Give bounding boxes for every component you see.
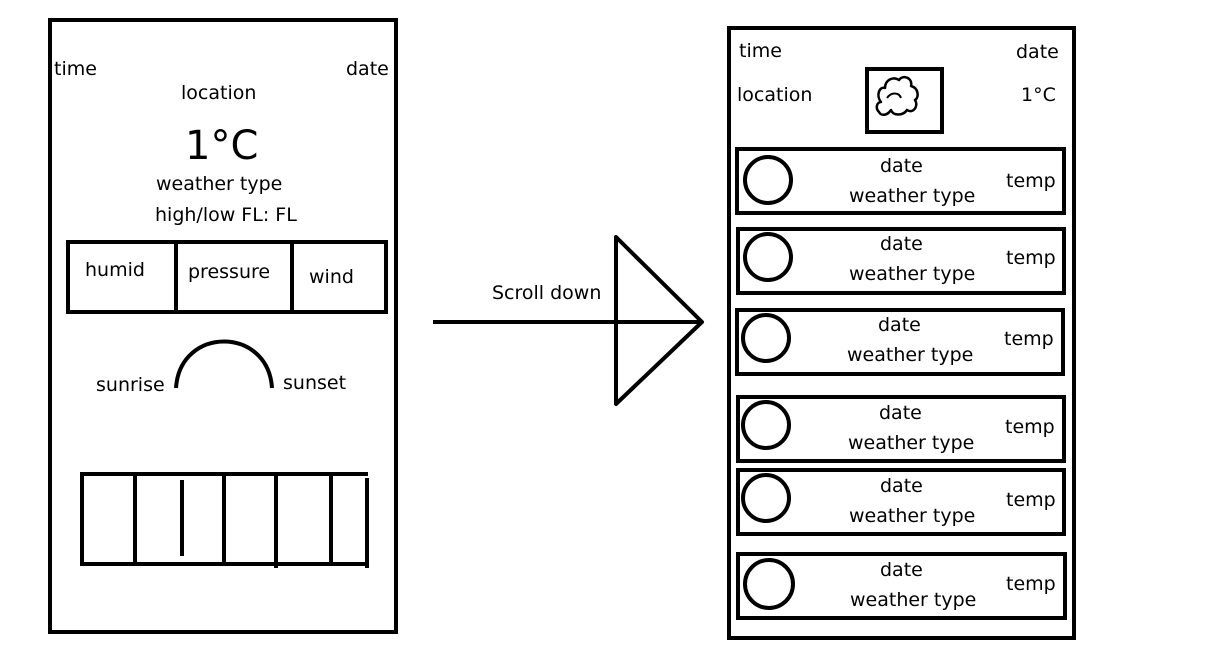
forecast-temp: temp <box>1005 416 1055 438</box>
left-time: time <box>54 58 97 80</box>
forecast-temp: temp <box>1006 170 1056 192</box>
forecast-date: date <box>880 233 923 255</box>
forecast-temp: temp <box>1006 489 1056 511</box>
forecast-row <box>736 227 1066 295</box>
weather-icon-box <box>865 67 944 134</box>
stats-box <box>66 240 388 314</box>
right-date: date <box>1016 41 1059 63</box>
right-time: time <box>739 40 782 62</box>
left-phone-frame <box>48 18 398 634</box>
stats-divider <box>290 240 294 310</box>
forecast-weather-type: weather type <box>849 185 976 207</box>
forecast-weather-type: weather type <box>850 589 977 611</box>
forecast-temp: temp <box>1006 573 1056 595</box>
left-temperature: 1°C <box>185 123 259 169</box>
forecast-row <box>736 552 1067 620</box>
stat-pressure: pressure <box>188 261 271 283</box>
forecast-temp: temp <box>1006 247 1056 269</box>
weather-circle-icon <box>741 473 791 523</box>
sun-arc-icon <box>174 339 274 389</box>
weather-circle-icon <box>743 558 795 610</box>
forecast-date: date <box>880 475 923 497</box>
left-high-low: high/low FL: FL <box>155 204 297 226</box>
right-location: location <box>737 84 813 106</box>
stat-wind: wind <box>309 266 354 288</box>
weather-circle-icon <box>741 400 791 450</box>
forecast-date: date <box>880 155 923 177</box>
arrow-right-icon <box>433 235 704 406</box>
hourly-strip <box>80 472 370 568</box>
weather-circle-icon <box>743 232 793 282</box>
forecast-date: date <box>878 314 921 336</box>
forecast-weather-type: weather type <box>847 344 974 366</box>
stat-humid: humid <box>85 259 145 281</box>
scroll-down-label: Scroll down <box>492 282 602 304</box>
forecast-weather-type: weather type <box>849 263 976 285</box>
forecast-date: date <box>879 402 922 424</box>
left-weather-type: weather type <box>156 173 283 195</box>
sunrise-label: sunrise <box>96 374 165 396</box>
cloud-icon <box>875 75 919 116</box>
left-location: location <box>181 82 257 104</box>
forecast-row <box>736 468 1066 536</box>
right-temperature: 1°C <box>1021 84 1056 106</box>
forecast-row <box>735 308 1065 376</box>
forecast-temp: temp <box>1004 328 1054 350</box>
left-date: date <box>346 58 389 80</box>
forecast-weather-type: weather type <box>848 432 975 454</box>
right-phone-frame <box>727 26 1076 640</box>
forecast-row <box>735 147 1066 215</box>
weather-circle-icon <box>741 313 791 363</box>
forecast-date: date <box>880 559 923 581</box>
sunset-label: sunset <box>283 372 347 394</box>
forecast-weather-type: weather type <box>849 505 976 527</box>
forecast-row <box>736 395 1066 463</box>
weather-circle-icon <box>743 155 793 205</box>
stats-divider <box>174 240 178 310</box>
